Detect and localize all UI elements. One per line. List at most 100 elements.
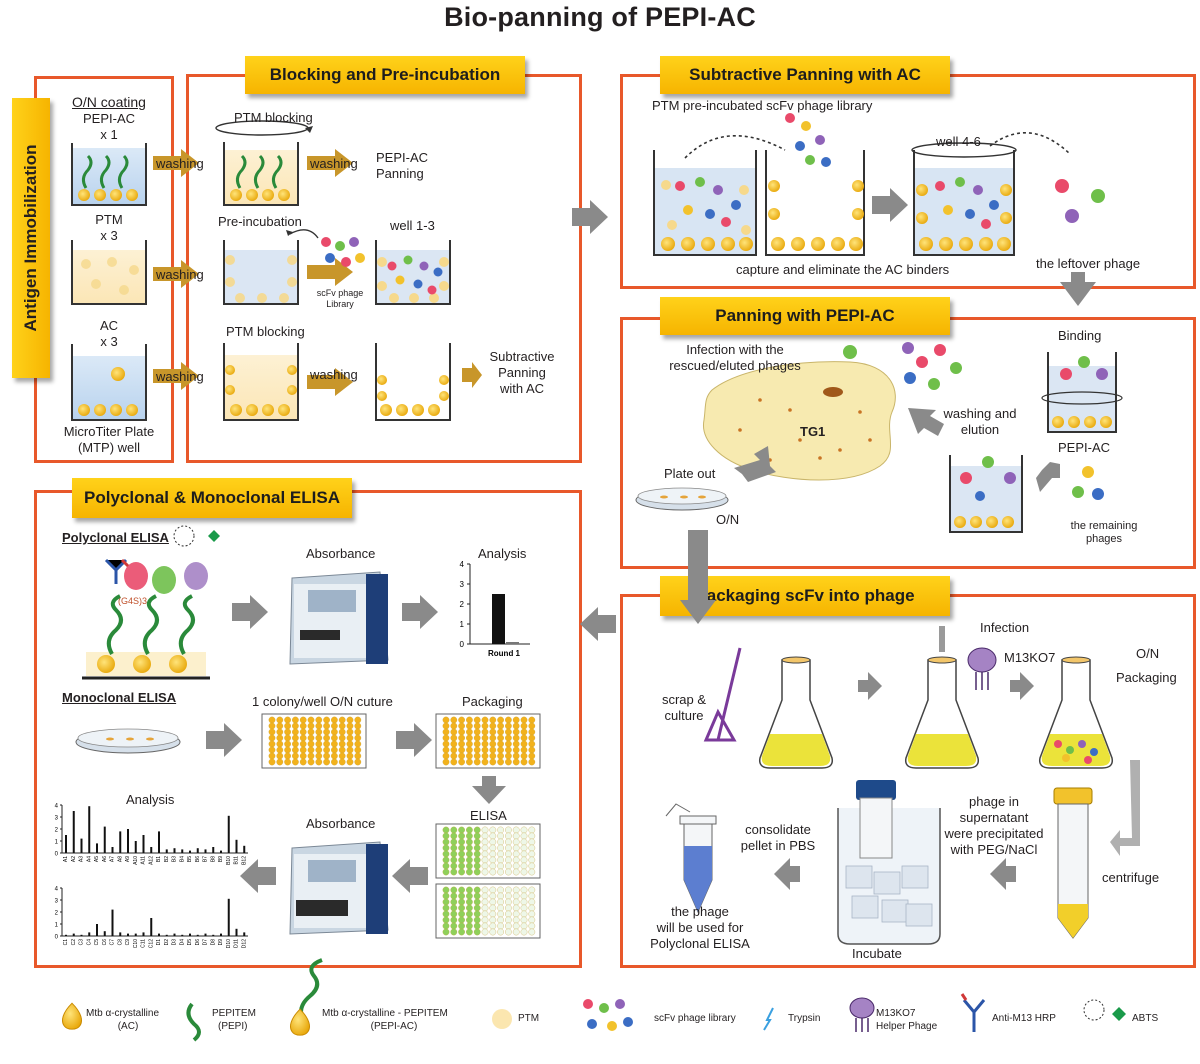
subtractive-label-2: Panning: [498, 365, 546, 380]
mono-category-label: D5: [187, 939, 193, 946]
plate-well: [489, 832, 497, 840]
plate-well: [481, 716, 489, 724]
plate-reader-2: [289, 841, 389, 935]
plate-well: [520, 746, 528, 754]
mono-bar: [142, 932, 145, 936]
mono-category-label: B12: [241, 856, 247, 865]
plate-well: [528, 734, 536, 742]
plate-well: [442, 928, 450, 936]
mono-tick-label: 0: [55, 852, 59, 858]
mono-bar: [72, 933, 75, 936]
plate-well: [292, 728, 299, 736]
plate-well: [520, 758, 528, 766]
mono-tick-label: 3: [55, 899, 59, 905]
plate-well: [331, 728, 338, 736]
plate-well: [276, 740, 284, 748]
mono-category-label: D3: [172, 939, 178, 946]
used-label-2: will be used for: [656, 920, 744, 935]
plate-well: [512, 910, 520, 918]
plate-well: [528, 826, 536, 834]
plate-well: [323, 752, 330, 760]
mono-bar: [165, 934, 168, 936]
plate-well: [442, 826, 450, 834]
arrow-elution-to-tg1: [908, 408, 944, 436]
plate-well: [354, 734, 362, 742]
plate-well: [442, 904, 450, 912]
plate-well: [450, 904, 458, 912]
plate-well: [497, 746, 504, 754]
plate-well: [489, 740, 497, 748]
plate-well: [481, 862, 489, 870]
plate-well: [505, 728, 512, 736]
mono-bar: [235, 839, 238, 853]
mono-category-label: D6: [195, 939, 201, 946]
legend-ac-2: (AC): [117, 1021, 139, 1032]
plate-well: [489, 922, 497, 930]
round1-bar: [506, 642, 519, 644]
legend-pepi-2: (PEPI): [218, 1021, 248, 1032]
plate-well: [481, 832, 489, 840]
plate-well: [497, 886, 504, 894]
plate-well: [520, 850, 528, 858]
mono-bar: [196, 934, 199, 936]
elution-phages: [843, 342, 962, 390]
infection-label-1: Infection with the: [686, 342, 784, 357]
plate-elisa-2: [435, 883, 541, 939]
legend-abts: ABTS: [1132, 1013, 1159, 1024]
plate-well: [354, 740, 362, 748]
mono-category-label: C12: [148, 939, 154, 948]
mono-tick-label: 3: [55, 816, 59, 822]
plate-well: [489, 868, 497, 876]
mono-category-label: A11: [141, 856, 147, 865]
mono-bar: [150, 847, 153, 853]
plate-well: [466, 892, 473, 900]
plate-well: [354, 758, 362, 766]
plate-well: [481, 752, 489, 760]
plate-well: [481, 928, 489, 936]
library-preincubated-label: PTM pre-incubated scFv phage library: [652, 98, 873, 113]
washing-elution-label-2: elution: [960, 422, 1000, 437]
plate-well: [505, 844, 512, 852]
subtractive-label-1: Subtractive: [489, 349, 555, 364]
plate-well: [481, 922, 489, 930]
mono-category-label: C7: [110, 939, 116, 946]
plate-well: [458, 734, 465, 742]
mono-bar: [88, 932, 91, 936]
mono-category-label: A2: [71, 856, 77, 862]
washing-label-3: washing: [156, 369, 204, 384]
plate-well: [450, 868, 458, 876]
plate-well: [505, 898, 512, 906]
plate-well: [520, 716, 528, 724]
plate-well: [450, 898, 458, 906]
plate-well: [497, 856, 504, 864]
used-label-3: Polyclonal ELISA: [650, 936, 750, 951]
plate-well: [520, 910, 528, 918]
plate-well: [276, 728, 284, 736]
plate-well: [473, 752, 481, 760]
mono-category-label: D4: [179, 939, 185, 946]
plate-well: [458, 844, 465, 852]
antigen-banner: Antigen Immobilization: [12, 98, 50, 378]
plate-well: [489, 916, 497, 924]
mono-category-label: C1: [63, 939, 69, 946]
mono-category-label: B11: [234, 856, 240, 865]
plate-well: [466, 928, 473, 936]
plate-well: [450, 728, 458, 736]
mono-category-label: D10: [226, 939, 232, 948]
plate-well: [458, 904, 465, 912]
plate-well: [497, 910, 504, 918]
mono-bar: [189, 933, 191, 936]
plate-well: [442, 898, 450, 906]
plate-well: [307, 758, 315, 766]
monoclonal-heading: Monoclonal ELISA: [62, 690, 177, 705]
mono-category-label: C2: [71, 939, 77, 946]
arrow-tg1-to-plate: [734, 446, 776, 482]
plate-well: [292, 740, 299, 748]
plate-well: [528, 832, 536, 840]
plate-well: [528, 838, 536, 846]
mono-category-label: B3: [172, 856, 178, 862]
plate-well: [473, 868, 481, 876]
plate-well: [520, 740, 528, 748]
